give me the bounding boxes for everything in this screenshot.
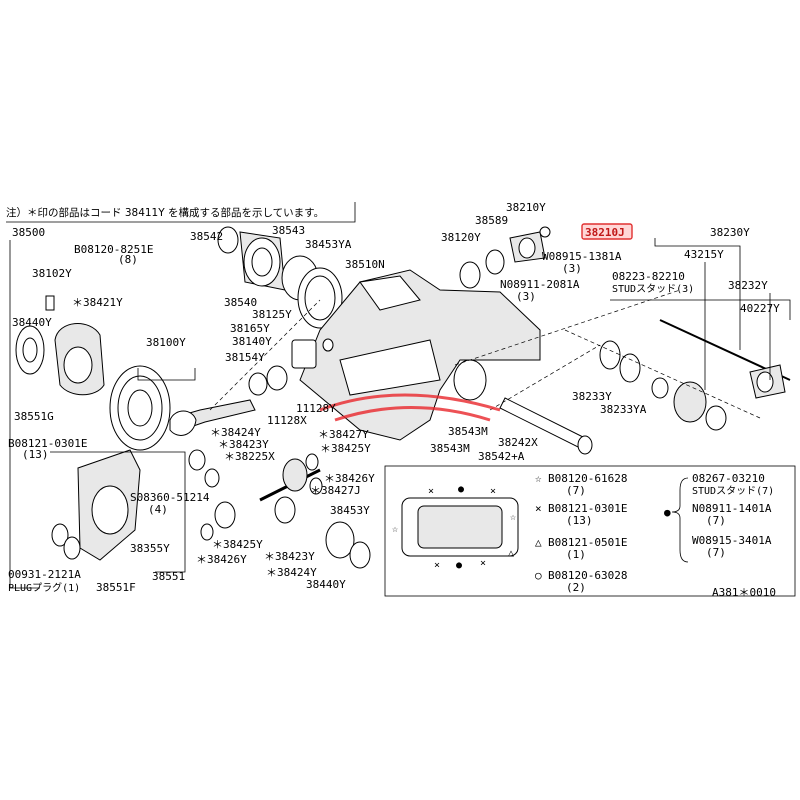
part-label: 08223-82210: [612, 270, 685, 283]
part-label: ＊38424Y: [210, 426, 261, 439]
part-label: 38542+A: [478, 450, 525, 463]
part-label: 38543M: [430, 442, 470, 455]
legend-box: × ● × ☆ ☆ △ × ● × ☆ B08120-61628 (7) × B…: [384, 465, 796, 597]
part-label: (3): [562, 262, 582, 275]
part-label: 00931-2121A: [8, 568, 81, 581]
part-label: ＊38424Y: [266, 566, 317, 579]
legend-code: W08915-3401A: [692, 534, 772, 547]
part-label: ＊38423Y: [218, 438, 269, 451]
svg-text:●: ●: [458, 484, 464, 495]
part-label: 38453Y: [330, 504, 370, 517]
part-label: ＊38423Y: [264, 550, 315, 563]
watermark-logo: [319, 393, 501, 422]
figure-code: A381＊0010: [712, 586, 776, 599]
svg-text:×: ×: [428, 486, 434, 497]
part-label: 38233YA: [600, 403, 647, 416]
part-labels: 38500 38102Y 38440Y ＊38421Y B08120-8251E…: [8, 201, 780, 594]
part-label: 38440Y: [12, 316, 52, 329]
legend-qty: (2): [566, 581, 586, 594]
legend-code: N08911-1401A: [692, 502, 772, 515]
legend-qty: (7): [566, 484, 586, 497]
part-label: 38125Y: [252, 308, 292, 321]
part-label: 38100Y: [146, 336, 186, 349]
part-label: 38551F: [96, 581, 136, 594]
legend-dot-icon: ●: [664, 506, 671, 519]
part-label: ＊38426Y: [324, 472, 375, 485]
part-label: B08120-8251E: [74, 243, 153, 256]
part-label: (4): [148, 503, 168, 516]
stud-text: STUDスタッド(7): [692, 485, 774, 497]
part-label: 38589: [475, 214, 508, 227]
legend-symbol: ○: [535, 569, 542, 582]
part-label: STUDスタッド(3): [612, 283, 694, 295]
legend-symbol: ☆: [535, 472, 542, 485]
part-label: ＊38427Y: [318, 428, 369, 441]
part-label: ＊38427J: [310, 484, 361, 497]
part-label: 38551: [152, 570, 185, 583]
svg-text:×: ×: [434, 560, 440, 571]
part-label: ＊38426Y: [196, 553, 247, 566]
part-label: 38120Y: [441, 231, 481, 244]
part-label: 38540: [224, 296, 257, 309]
svg-text:●: ●: [456, 560, 462, 571]
svg-text:△: △: [508, 548, 514, 559]
part-label: 38440Y: [306, 578, 346, 591]
legend-code: B08121-0501E: [548, 536, 627, 549]
highlight-callout[interactable]: 38210J: [581, 223, 633, 240]
part-label: ＊38425Y: [320, 442, 371, 455]
part-label: ＊38425Y: [212, 538, 263, 551]
part-label: 38230Y: [710, 226, 750, 239]
part-label: 38453YA: [305, 238, 352, 251]
part-label: S08360-51214: [130, 491, 210, 504]
part-label: 38500: [12, 226, 45, 239]
svg-text:☆: ☆: [510, 512, 516, 523]
part-label: 38542: [190, 230, 223, 243]
part-label: (8): [118, 253, 138, 266]
legend-symbol: △: [535, 536, 542, 549]
part-label: 38102Y: [32, 267, 72, 280]
part-label: 40227Y: [740, 302, 780, 315]
part-label: (13): [22, 448, 49, 461]
part-label: 43215Y: [684, 248, 724, 261]
highlight-part-label: 38210J: [585, 226, 625, 239]
legend-qty: (7): [706, 546, 726, 559]
svg-text:×: ×: [490, 486, 496, 497]
note-bracket: [6, 202, 356, 223]
legend-qty: (13): [566, 514, 593, 527]
legend-code: B08121-0301E: [548, 502, 627, 515]
part-label: 11128Y: [296, 402, 336, 415]
part-label: 38242X: [498, 436, 538, 449]
part-label: B08121-0301E: [8, 437, 87, 450]
legend-code: B08120-61628: [548, 472, 627, 485]
part-label: 38355Y: [130, 542, 170, 555]
legend-symbol: ×: [535, 502, 542, 515]
part-label: 38154Y: [225, 351, 265, 364]
part-label: PLUGプラグ(1): [8, 581, 80, 594]
legend-qty: (1): [566, 548, 586, 561]
header-note: 注）＊印の部品はコード 38411Y を構成する部品を示しています。: [6, 206, 324, 219]
part-label: 38232Y: [728, 279, 768, 292]
part-label: 38210Y: [506, 201, 546, 214]
part-label: 38233Y: [572, 390, 612, 403]
part-label: N08911-2081A: [500, 278, 580, 291]
part-label: 38551G: [14, 410, 54, 423]
part-label: 11128X: [267, 414, 307, 427]
part-label: (3): [516, 290, 536, 303]
part-label: 38543M: [448, 425, 488, 438]
part-label: ＊38421Y: [72, 296, 123, 309]
part-label: 38140Y: [232, 335, 272, 348]
stud-code: 08267-03210: [692, 472, 765, 485]
svg-text:☆: ☆: [392, 524, 398, 535]
part-label: 38510N: [345, 258, 385, 271]
legend-qty: (7): [706, 514, 726, 527]
part-label: W08915-1381A: [542, 250, 622, 263]
legend-code: B08120-63028: [548, 569, 627, 582]
svg-text:×: ×: [480, 558, 486, 569]
part-label: 38543: [272, 224, 305, 237]
part-label: ＊38225X: [224, 450, 275, 463]
part-label: 38165Y: [230, 322, 270, 335]
exploded-view: [9, 226, 791, 589]
